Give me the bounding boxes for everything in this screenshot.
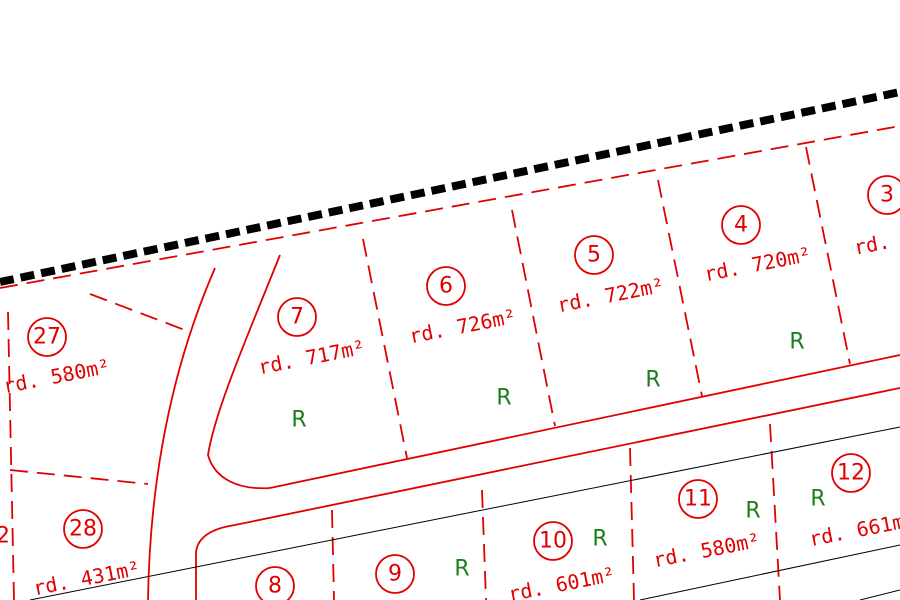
plot-number: 10 [539,529,567,554]
plot-number: 28 [69,517,97,542]
plot-area-label: rd. 601m² [506,562,617,600]
zoning-label: R [745,499,760,524]
plot-number: 12 [837,461,865,486]
plot-area-label: rd. 717m² [256,335,367,379]
plot-number: 8 [268,574,282,599]
plot-number: 4 [734,213,748,238]
zoning-label: R [454,557,469,582]
zoning-label: R [496,386,511,411]
plot-area-label: rd. 661m [807,509,900,551]
plot-number: 27 [33,325,61,350]
plot-area-label: rd. 580m² [1,354,112,398]
plot-area-label: rd. 431m² [31,556,142,600]
plot-number-circles [27,175,900,600]
site-boundary-line [0,88,900,286]
zoning-label: R [592,527,607,552]
plot-lines [0,125,900,600]
zoning-label: R [645,368,660,393]
zoning-label: R [291,408,306,433]
plot-area-label: rd. 580m² [651,528,762,572]
plot-area-label: rd. 7 [852,225,900,260]
plot-number: 11 [684,487,712,512]
plot-area-label: rd. 720m² [702,242,813,286]
plot-area-label: rd. 722m² [555,273,666,317]
plot-number: 2 [0,524,10,549]
cadastral-lines [29,426,900,600]
plot-area-label: rd. 726m² [407,304,518,348]
plot-number: 3 [880,183,894,208]
plot-number: 6 [439,274,453,299]
plot-number: 7 [290,305,304,330]
plot-number: 9 [388,562,402,587]
plot-number: 5 [587,243,601,268]
zoning-label: R [810,487,825,512]
zoning-label: R [789,330,804,355]
